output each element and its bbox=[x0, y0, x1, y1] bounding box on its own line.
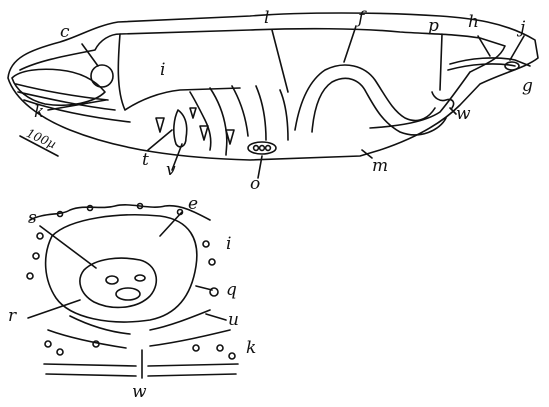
organ-o bbox=[247, 141, 277, 155]
tube-h bbox=[449, 57, 531, 67]
label-s: s bbox=[28, 208, 37, 228]
label-v: v bbox=[166, 160, 176, 180]
label-w-bottom: w bbox=[132, 382, 147, 402]
organ-c bbox=[90, 64, 114, 88]
label-k-bottom: k bbox=[246, 338, 257, 358]
label-i-bottom: i bbox=[226, 234, 232, 254]
label-w-top: w bbox=[456, 104, 471, 124]
gut-f-inner bbox=[311, 77, 447, 136]
detail-oval bbox=[44, 214, 198, 323]
label-i: i bbox=[160, 60, 166, 80]
body-outline bbox=[7, 12, 539, 161]
gut-f bbox=[294, 64, 436, 131]
detail-inner bbox=[79, 257, 158, 309]
label-q: q bbox=[226, 280, 237, 300]
cavity-wall-2 bbox=[117, 33, 241, 111]
label-c: c bbox=[60, 22, 70, 42]
tip-structure bbox=[504, 61, 520, 71]
label-u: u bbox=[228, 310, 239, 330]
label-h: h bbox=[468, 12, 479, 32]
organ-v bbox=[173, 109, 188, 148]
label-p: p bbox=[428, 16, 439, 36]
label-e: e bbox=[188, 194, 199, 214]
scale-bar bbox=[19, 135, 59, 157]
head-inner bbox=[11, 68, 106, 107]
label-m: m bbox=[372, 156, 389, 176]
label-g: g bbox=[522, 76, 533, 96]
label-f: f bbox=[358, 8, 365, 28]
label-o: o bbox=[250, 174, 261, 194]
p-structure bbox=[431, 91, 455, 109]
base-membrane bbox=[43, 363, 239, 367]
label-t: t bbox=[142, 150, 149, 170]
label-j: j bbox=[520, 18, 526, 38]
label-r: r bbox=[8, 306, 17, 326]
cavity-wall bbox=[19, 27, 506, 129]
label-k: k bbox=[34, 102, 45, 122]
label-l: l bbox=[264, 8, 270, 28]
